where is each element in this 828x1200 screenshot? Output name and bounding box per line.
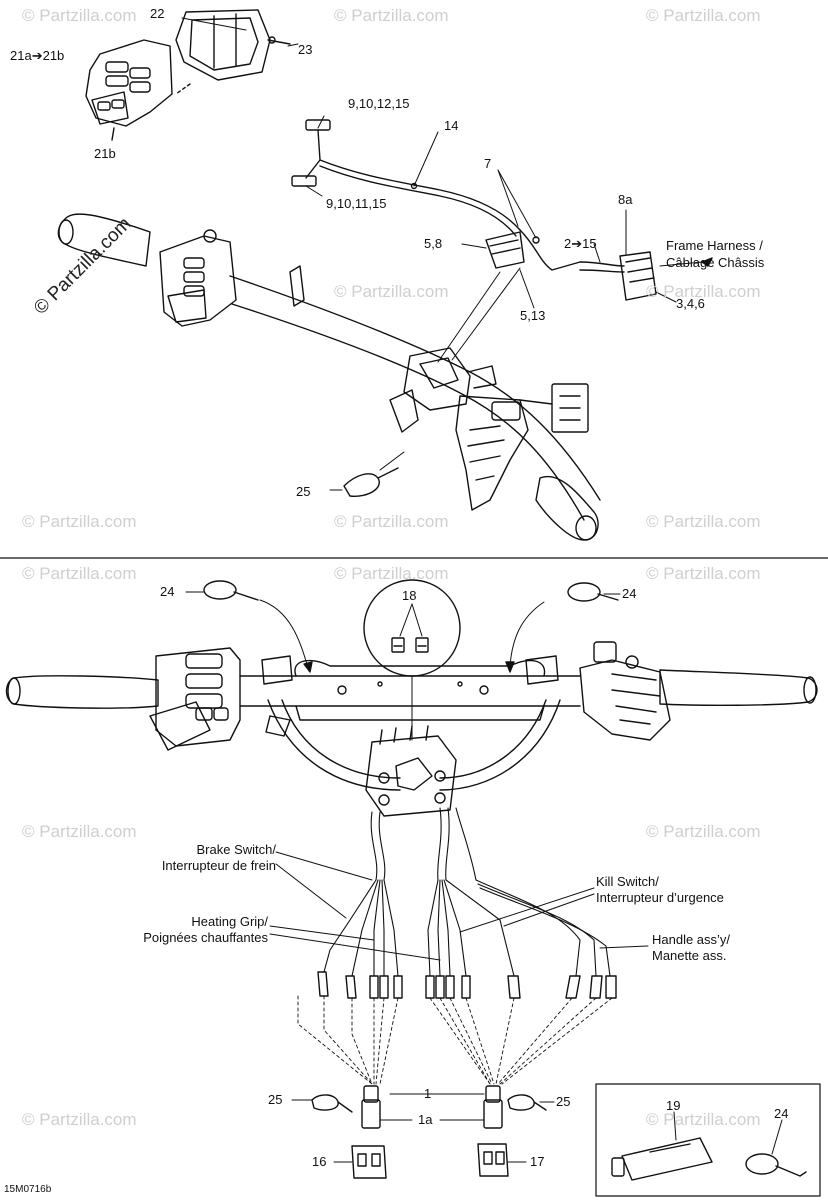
label-24-right: 24 — [622, 586, 637, 601]
grease-tube-19 — [611, 1137, 713, 1181]
label-21a: 21a➔21b — [10, 48, 65, 63]
label-24-left: 24 — [160, 584, 175, 599]
terminal-pins — [317, 971, 617, 999]
handlebar-top — [57, 213, 601, 541]
watermark: © Partzilla.com — [646, 822, 761, 841]
label-brake-switch-fr: Interrupteur de frein — [161, 858, 276, 873]
label-23: 23 — [298, 42, 313, 57]
label-16: 16 — [312, 1154, 327, 1169]
label-21b: 21b — [94, 146, 116, 161]
watermark: © Partzilla.com — [22, 6, 137, 25]
label-17: 17 — [530, 1154, 545, 1169]
label-22: 22 — [150, 6, 165, 21]
dashed-routing — [297, 995, 613, 1085]
label-25-bottom-left: 25 — [268, 1092, 283, 1107]
label-24-box: 24 — [774, 1106, 789, 1121]
watermark: © Partzilla.com — [22, 1110, 137, 1129]
housing-1-right — [483, 1085, 503, 1129]
watermark: © Partzilla.com — [646, 1110, 761, 1129]
watermark: © Partzilla.com — [22, 822, 137, 841]
label-2-15: 2➔15 — [564, 236, 597, 251]
wire-bundles — [323, 807, 611, 977]
label-brake-switch-en: Brake Switch/ — [196, 842, 276, 857]
label-8a: 8a — [618, 192, 633, 207]
diagram-code: 15M0716b — [4, 1184, 52, 1195]
label-14: 14 — [444, 118, 459, 133]
label-1a: 1a — [418, 1112, 433, 1127]
housing-1-left — [361, 1085, 381, 1129]
label-19: 19 — [666, 1098, 681, 1113]
watermark: © Partzilla.com — [646, 282, 761, 301]
connector-5-8 — [485, 231, 540, 269]
watermark: © Partzilla.com — [334, 512, 449, 531]
connector-17 — [477, 1143, 509, 1177]
label-1: 1 — [424, 1086, 432, 1101]
zip-tie-25-top — [343, 467, 399, 497]
label-heating-grip-fr: Poignées chauffantes — [143, 930, 268, 945]
watermark: © Partzilla.com — [334, 282, 449, 301]
label-25-top: 25 — [296, 484, 311, 499]
label-9-10-11-15: 9,10,11,15 — [326, 196, 387, 211]
watermark: © Partzilla.com — [646, 6, 761, 25]
watermark: © Partzilla.com — [334, 6, 449, 25]
handlebar-bottom — [5, 641, 818, 817]
label-9-10-12-15: 9,10,12,15 — [348, 96, 410, 111]
label-frame-harness-en: Frame Harness / — [666, 238, 763, 253]
watermark: © Partzilla.com — [646, 512, 761, 531]
zip-tie-24-box — [745, 1153, 807, 1177]
wire-harness-14 — [291, 119, 625, 273]
label-5-13: 5,13 — [520, 308, 546, 323]
label-kill-switch-fr: Interrupteur d’urgence — [596, 890, 724, 905]
switch-housing-left — [85, 39, 173, 127]
label-heating-grip-en: Heating Grip/ — [191, 914, 268, 929]
label-18: 18 — [402, 588, 417, 603]
label-25-bottom-right: 25 — [556, 1094, 571, 1109]
watermark: © Partzilla.com — [334, 564, 449, 583]
label-handle-assy-fr: Manette ass. — [652, 948, 727, 963]
label-7: 7 — [484, 156, 492, 171]
label-3-4-6: 3,4,6 — [676, 296, 705, 311]
label-frame-harness-fr: Câblage Châssis — [666, 255, 765, 270]
watermark: © Partzilla.com — [22, 512, 137, 531]
connector-16 — [351, 1145, 387, 1179]
watermark: © Partzilla.com — [22, 564, 137, 583]
switch-housing-cover — [175, 9, 271, 81]
label-handle-assy-en: Handle ass’y/ — [652, 932, 731, 947]
label-kill-switch-en: Kill Switch/ — [596, 874, 659, 889]
zip-tie-24-right — [567, 582, 619, 602]
watermark: © Partzilla.com — [646, 564, 761, 583]
connector-8a — [619, 251, 657, 301]
label-5-8: 5,8 — [424, 236, 443, 251]
zip-tie-24-left — [203, 580, 259, 601]
